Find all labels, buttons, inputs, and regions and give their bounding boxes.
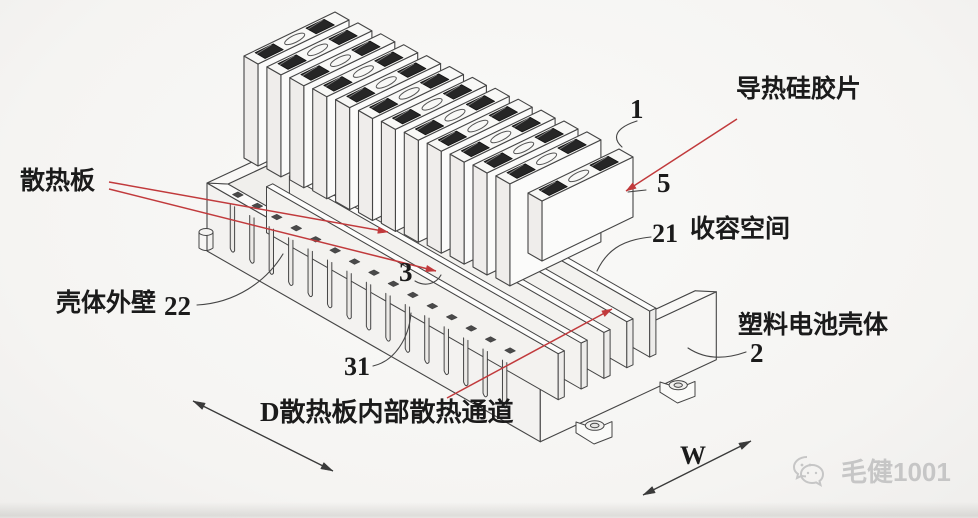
ref-num-2: 2	[750, 338, 764, 368]
channel-label: 散热板内部散热通道	[279, 397, 514, 427]
ref-num-1: 1	[630, 94, 644, 124]
wall-slots-drawing	[229, 191, 516, 409]
wechat-icon	[792, 455, 825, 487]
channel-label-line: D散热板内部散热通道	[260, 399, 514, 426]
watermark-text: 毛健1001	[841, 457, 951, 487]
outer-wall-label: 壳体外壁	[56, 289, 157, 317]
battery-cells-drawing	[243, 11, 634, 287]
bottom-shadow-band	[0, 502, 978, 518]
black-leaders-and-dims	[192, 120, 752, 496]
ref-num-3: 3	[399, 257, 413, 287]
ref-num-5: 5	[657, 168, 671, 198]
heat-plate-label: 散热板	[20, 167, 96, 195]
red-leader-arrows	[108, 118, 738, 399]
accommodation-label: 收容空间	[690, 215, 791, 243]
thermal-pad-label: 导热硅胶片	[736, 75, 862, 103]
ref-num-21: 21	[652, 219, 678, 248]
ref-num-31: 31	[344, 352, 370, 381]
mounting-feet-drawing	[198, 228, 696, 445]
watermark: 毛健1001	[791, 452, 951, 489]
plastic-case-label: 塑料电池壳体	[738, 311, 889, 339]
dim-d-label: D	[260, 397, 280, 427]
ref-num-22: 22	[164, 291, 191, 321]
dim-w-label: W	[680, 441, 706, 470]
